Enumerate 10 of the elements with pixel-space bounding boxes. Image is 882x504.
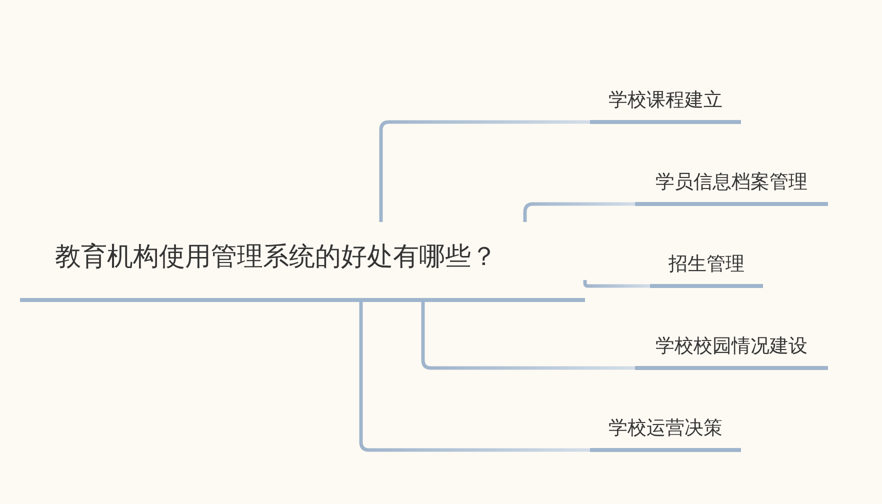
central-topic-text: 教育机构使用管理系统的好处有哪些？ (54, 242, 497, 274)
connector-line (583, 280, 650, 288)
topic-text: 学校课程建立 (608, 88, 722, 112)
topic-text: 学校运营决策 (608, 416, 722, 440)
connector-line (421, 302, 635, 370)
topic-text: 学校校园情况建设 (656, 334, 808, 358)
connector-line (379, 120, 590, 222)
topic-text: 学员信息档案管理 (656, 170, 808, 194)
connector-line (359, 302, 590, 452)
topic-text: 招生管理 (668, 252, 744, 276)
